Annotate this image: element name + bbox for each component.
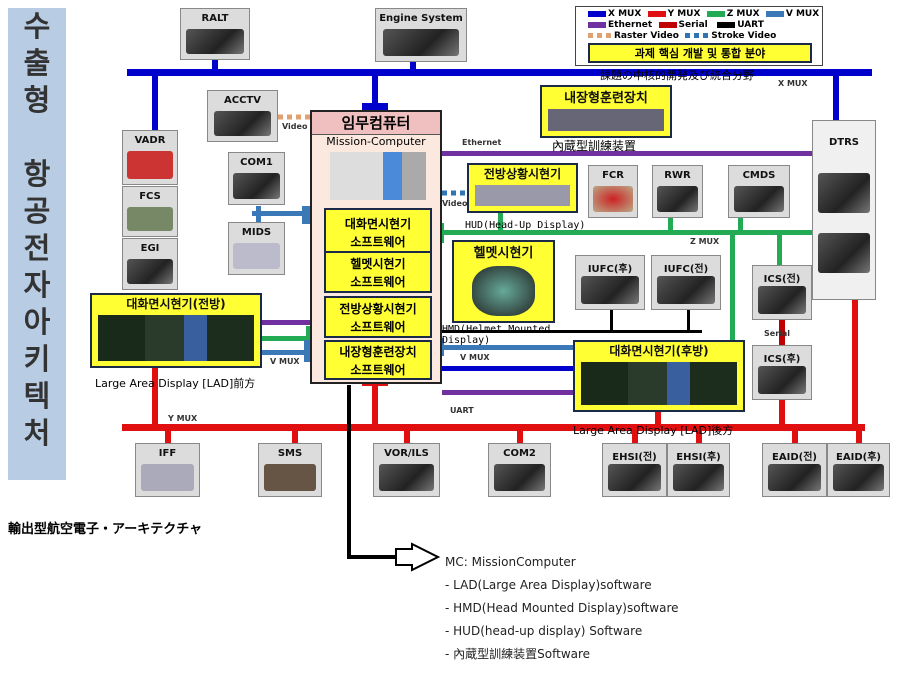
embedded-trainer-caption: 內蔵型訓練装置 [552, 139, 637, 153]
note-item: - HMD(Head Mounted Display)software [445, 601, 679, 615]
label-ethernet: Ethernet [462, 138, 502, 147]
title-char: 공 [23, 194, 51, 228]
legend-serial: Serial [658, 20, 708, 30]
device-ralt[interactable]: RALT [180, 8, 250, 60]
label-x-mux: X MUX [778, 79, 808, 88]
device-acctv[interactable]: ACCTV [207, 90, 278, 142]
legend-core-area: 과제 핵심 개발 및 통합 분야 [588, 43, 812, 63]
title-char: 출 [23, 46, 51, 80]
device-iufc-rear[interactable]: IUFC(후) [575, 255, 645, 310]
notes-list: MC: MissionComputer - LAD(Large Area Dis… [445, 551, 679, 666]
title-spacer [8, 119, 66, 156]
title-char: 수 [23, 9, 51, 43]
device-vadr[interactable]: VADR [122, 130, 178, 185]
lad-rear-caption: Large Area Display [LAD]後方 [573, 424, 734, 437]
device-ehsi-rear[interactable]: EHSI(후) [667, 443, 730, 497]
device-vor-ils[interactable]: VOR/ILS [373, 443, 440, 497]
title-char: 키 [23, 342, 51, 376]
label-v-mux: V MUX [460, 353, 490, 362]
lad-front-caption: Large Area Display [LAD]前方 [95, 377, 256, 390]
hud-caption: HUD(Head-Up Display) [465, 220, 586, 231]
label-z-mux: Z MUX [690, 237, 720, 246]
lad-rear[interactable]: 대화면시현기(후방) [573, 340, 745, 412]
lad-front[interactable]: 대화면시현기(전방) [90, 293, 262, 368]
hmd-unit[interactable]: 헬멧시현기 [452, 240, 555, 323]
legend: X MUX Y MUX Z MUX V MUX Ethernet Serial … [575, 6, 823, 66]
title-japanese: 輸出型航空電子・アーキテクチャ [8, 522, 203, 537]
title-char: 자 [23, 268, 51, 302]
device-ehsi-front[interactable]: EHSI(전) [602, 443, 667, 497]
mission-computer-image [330, 152, 426, 200]
note-item: - LAD(Large Area Display)software [445, 578, 652, 592]
device-engine-system[interactable]: Engine System [375, 8, 467, 62]
device-rwr[interactable]: RWR [652, 165, 703, 218]
legend-y-mux: Y MUX [647, 9, 700, 19]
device-iufc-front[interactable]: IUFC(전) [651, 255, 721, 310]
device-mids[interactable]: MIDS [228, 222, 285, 275]
device-eaid-rear[interactable]: EAID(후) [827, 443, 890, 497]
title-char: 텍 [23, 379, 51, 413]
device-eaid-front[interactable]: EAID(전) [762, 443, 827, 497]
device-fcr[interactable]: FCR [588, 165, 638, 218]
label-video: Video [442, 199, 468, 208]
title-char: 형 [23, 83, 51, 117]
device-egi[interactable]: EGI [122, 238, 178, 290]
device-fcs[interactable]: FCS [122, 186, 178, 237]
legend-ethernet: Ethernet [588, 20, 652, 30]
device-com1[interactable]: COM1 [228, 152, 285, 205]
core-area-japanese: 課題の中核的開発及び統合分野 [600, 69, 754, 82]
hmd-caption: HMD(Helmet Mounted Display) [442, 324, 551, 346]
legend-z-mux: Z MUX [706, 9, 760, 19]
legend-stroke-video: Stroke Video [685, 31, 776, 41]
label-uart: UART [450, 406, 474, 415]
legend-uart: UART [717, 20, 764, 30]
legend-x-mux: X MUX [588, 9, 641, 19]
legend-raster-video: Raster Video [588, 31, 679, 41]
mission-computer-title: 임무컴퓨터 [312, 112, 440, 135]
note-item: MC: MissionComputer [445, 555, 576, 569]
title-char: 아 [23, 305, 51, 339]
note-item: - HUD(head-up display) Software [445, 624, 643, 638]
device-dtrs[interactable]: DTRS [812, 120, 876, 300]
label-video: Video [282, 122, 308, 131]
title-char: 전 [23, 231, 51, 265]
label-y-mux: Y MUX [168, 414, 198, 423]
device-ics-rear[interactable]: ICS(후) [752, 345, 812, 400]
title-char: 처 [23, 416, 51, 450]
device-ics-front[interactable]: ICS(전) [752, 265, 812, 320]
device-iff[interactable]: IFF [135, 443, 200, 497]
title-vertical: 수 출 형 항 공 전 자 아 키 텍 처 [8, 8, 66, 480]
hud-unit[interactable]: 전방상황시현기 [467, 163, 578, 213]
note-item: - 內蔵型訓練装置Software [445, 647, 591, 661]
embedded-trainer[interactable]: 내장형훈련장치 [540, 85, 672, 138]
device-com2[interactable]: COM2 [488, 443, 551, 497]
label-serial: Serial [764, 329, 791, 338]
mission-computer-subtitle: Mission-Computer [326, 135, 426, 148]
device-sms[interactable]: SMS [258, 443, 322, 497]
legend-v-mux: V MUX [765, 9, 819, 19]
label-v-mux: V MUX [270, 357, 300, 366]
title-char: 항 [23, 157, 51, 191]
device-cmds[interactable]: CMDS [728, 165, 790, 218]
